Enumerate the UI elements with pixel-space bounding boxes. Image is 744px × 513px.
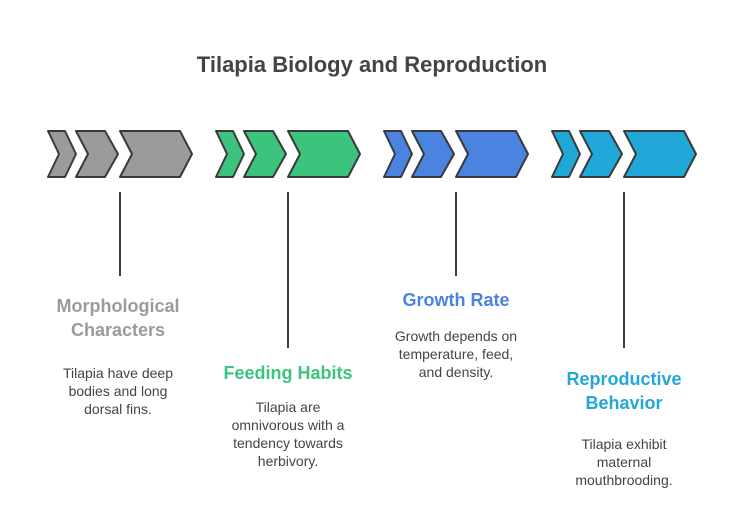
chevron-large-icon — [455, 130, 529, 178]
step-desc-feeding: Tilapia are omnivorous with a tendency t… — [196, 398, 380, 470]
step-desc-line: tendency towards — [233, 435, 343, 451]
step-desc-line: Tilapia are — [255, 399, 321, 415]
step-title-line: Growth Rate — [402, 290, 510, 310]
step-desc-line: mouthbrooding. — [575, 472, 673, 488]
step-desc-line: bodies and long — [68, 383, 168, 399]
chevron-group-fill — [47, 130, 193, 178]
step-desc-line: maternal — [596, 454, 652, 470]
step-desc-line: omnivorous with a — [231, 417, 345, 433]
chevron-group-fill — [383, 130, 529, 178]
step-title-reproductive: Reproductive Behavior — [534, 367, 714, 415]
chevron-group-growth — [383, 130, 529, 178]
step-desc-morphological: Tilapia have deep bodies and long dorsal… — [28, 364, 208, 418]
chevron-small-icon — [383, 130, 413, 178]
step-desc-line: dorsal fins. — [84, 401, 152, 417]
step-title-line: Reproductive — [566, 369, 682, 389]
chevron-large-icon — [119, 130, 193, 178]
chevron-medium-icon — [243, 130, 287, 178]
step-title-feeding: Feeding Habits — [188, 361, 388, 385]
step-desc-line: and density. — [418, 364, 494, 380]
chevron-large-icon — [623, 130, 697, 178]
chevron-medium-icon — [411, 130, 455, 178]
chevron-large-icon — [287, 130, 361, 178]
chevron-group-fill — [551, 130, 697, 178]
step-desc-line: herbivory. — [257, 453, 319, 469]
chevron-small-icon — [551, 130, 581, 178]
step-desc-line: Tilapia have deep — [62, 365, 173, 381]
chevron-group-reproductive — [551, 130, 697, 178]
step-title-growth: Growth Rate — [366, 288, 546, 312]
chevron-medium-icon — [75, 130, 119, 178]
step-desc-line: Tilapia exhibit — [581, 436, 667, 452]
connector-line-feeding — [287, 192, 289, 348]
step-title-line: Feeding Habits — [223, 363, 353, 383]
step-title-morphological: Morphological Characters — [28, 294, 208, 342]
chevron-group-feeding — [215, 130, 361, 178]
step-title-line: Behavior — [585, 393, 663, 413]
chevron-medium-icon — [579, 130, 623, 178]
connector-line-morphological — [119, 192, 121, 276]
chevron-group-morphological — [47, 130, 193, 178]
chevron-small-icon — [215, 130, 245, 178]
step-desc-line: Growth depends on — [394, 328, 518, 344]
chevron-small-icon — [47, 130, 77, 178]
connector-line-reproductive — [623, 192, 625, 348]
step-desc-line: temperature, feed, — [398, 346, 514, 362]
step-desc-reproductive: Tilapia exhibit maternal mouthbrooding. — [534, 435, 714, 489]
connector-line-growth — [455, 192, 457, 276]
diagram-title: Tilapia Biology and Reproduction — [196, 52, 548, 77]
chevron-group-fill — [215, 130, 361, 178]
step-title-line: Characters — [70, 320, 166, 340]
step-title-line: Morphological — [56, 296, 180, 316]
step-desc-growth: Growth depends on temperature, feed, and… — [366, 327, 546, 381]
